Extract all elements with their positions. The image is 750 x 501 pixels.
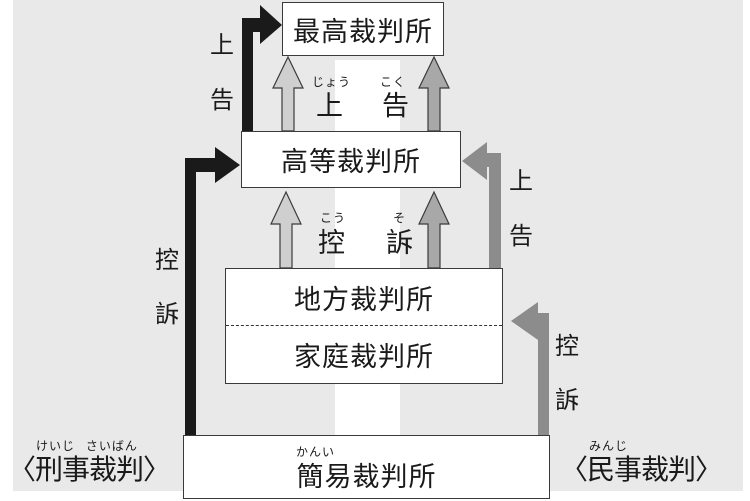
koso-ruby-1: こう [320, 211, 347, 225]
supreme-court-box: 最高裁判所 [282, 2, 444, 56]
jokoku-char-1: 上 [316, 91, 343, 122]
koso-ruby-2: そ [393, 211, 407, 225]
criminal-koso-char-1: 控 [155, 246, 179, 274]
jokoku-arrow-right [418, 55, 450, 132]
summary-court-ruby: かんい [296, 445, 336, 459]
family-court-section: 家庭裁判所 [226, 326, 502, 383]
criminal-jokoku-arrow [242, 5, 282, 131]
criminal-jokoku-char-1: 上 [210, 31, 234, 59]
criminal-ruby: けいじ さいばん [36, 439, 138, 453]
summary-court-label: 簡易裁判所 [296, 461, 437, 493]
civil-jokoku-char-1: 上 [509, 167, 533, 195]
summary-court-box: 簡易裁判所 [183, 435, 550, 499]
high-court-box: 高等裁判所 [241, 131, 461, 188]
civil-ruby: みんじ [589, 439, 629, 453]
jokoku-ruby-1: じょう [312, 75, 352, 89]
civil-jokoku-arrow [462, 142, 501, 268]
district-court-section: 地方裁判所 [226, 269, 502, 326]
criminal-jokoku-char-2: 告 [210, 86, 234, 114]
family-court-label: 家庭裁判所 [294, 342, 434, 373]
civil-trial-label: 〈民事裁判〉 [560, 453, 723, 486]
jokoku-char-2: 告 [382, 91, 409, 122]
koso-char-1: 控 [318, 228, 345, 259]
supreme-court-label: 最高裁判所 [293, 16, 433, 48]
civil-koso-char-1: 控 [555, 332, 579, 360]
civil-koso-char-2: 訴 [555, 386, 579, 414]
koso-arrow-left [270, 190, 302, 269]
koso-char-2: 訴 [386, 228, 413, 259]
criminal-koso-char-2: 訴 [155, 300, 179, 328]
district-court-label: 地方裁判所 [294, 284, 434, 316]
civil-koso-arrow [511, 302, 549, 437]
jokoku-arrow-left [272, 55, 304, 132]
criminal-trial-label: 〈刑事裁判〉 [8, 453, 171, 486]
koso-arrow-right [418, 190, 450, 269]
civil-jokoku-char-2: 告 [509, 222, 533, 250]
jokoku-ruby-2: こく [380, 75, 407, 89]
district-family-court-box: 地方裁判所 家庭裁判所 [225, 268, 503, 384]
high-court-label: 高等裁判所 [281, 147, 421, 178]
criminal-koso-arrow [185, 147, 240, 437]
